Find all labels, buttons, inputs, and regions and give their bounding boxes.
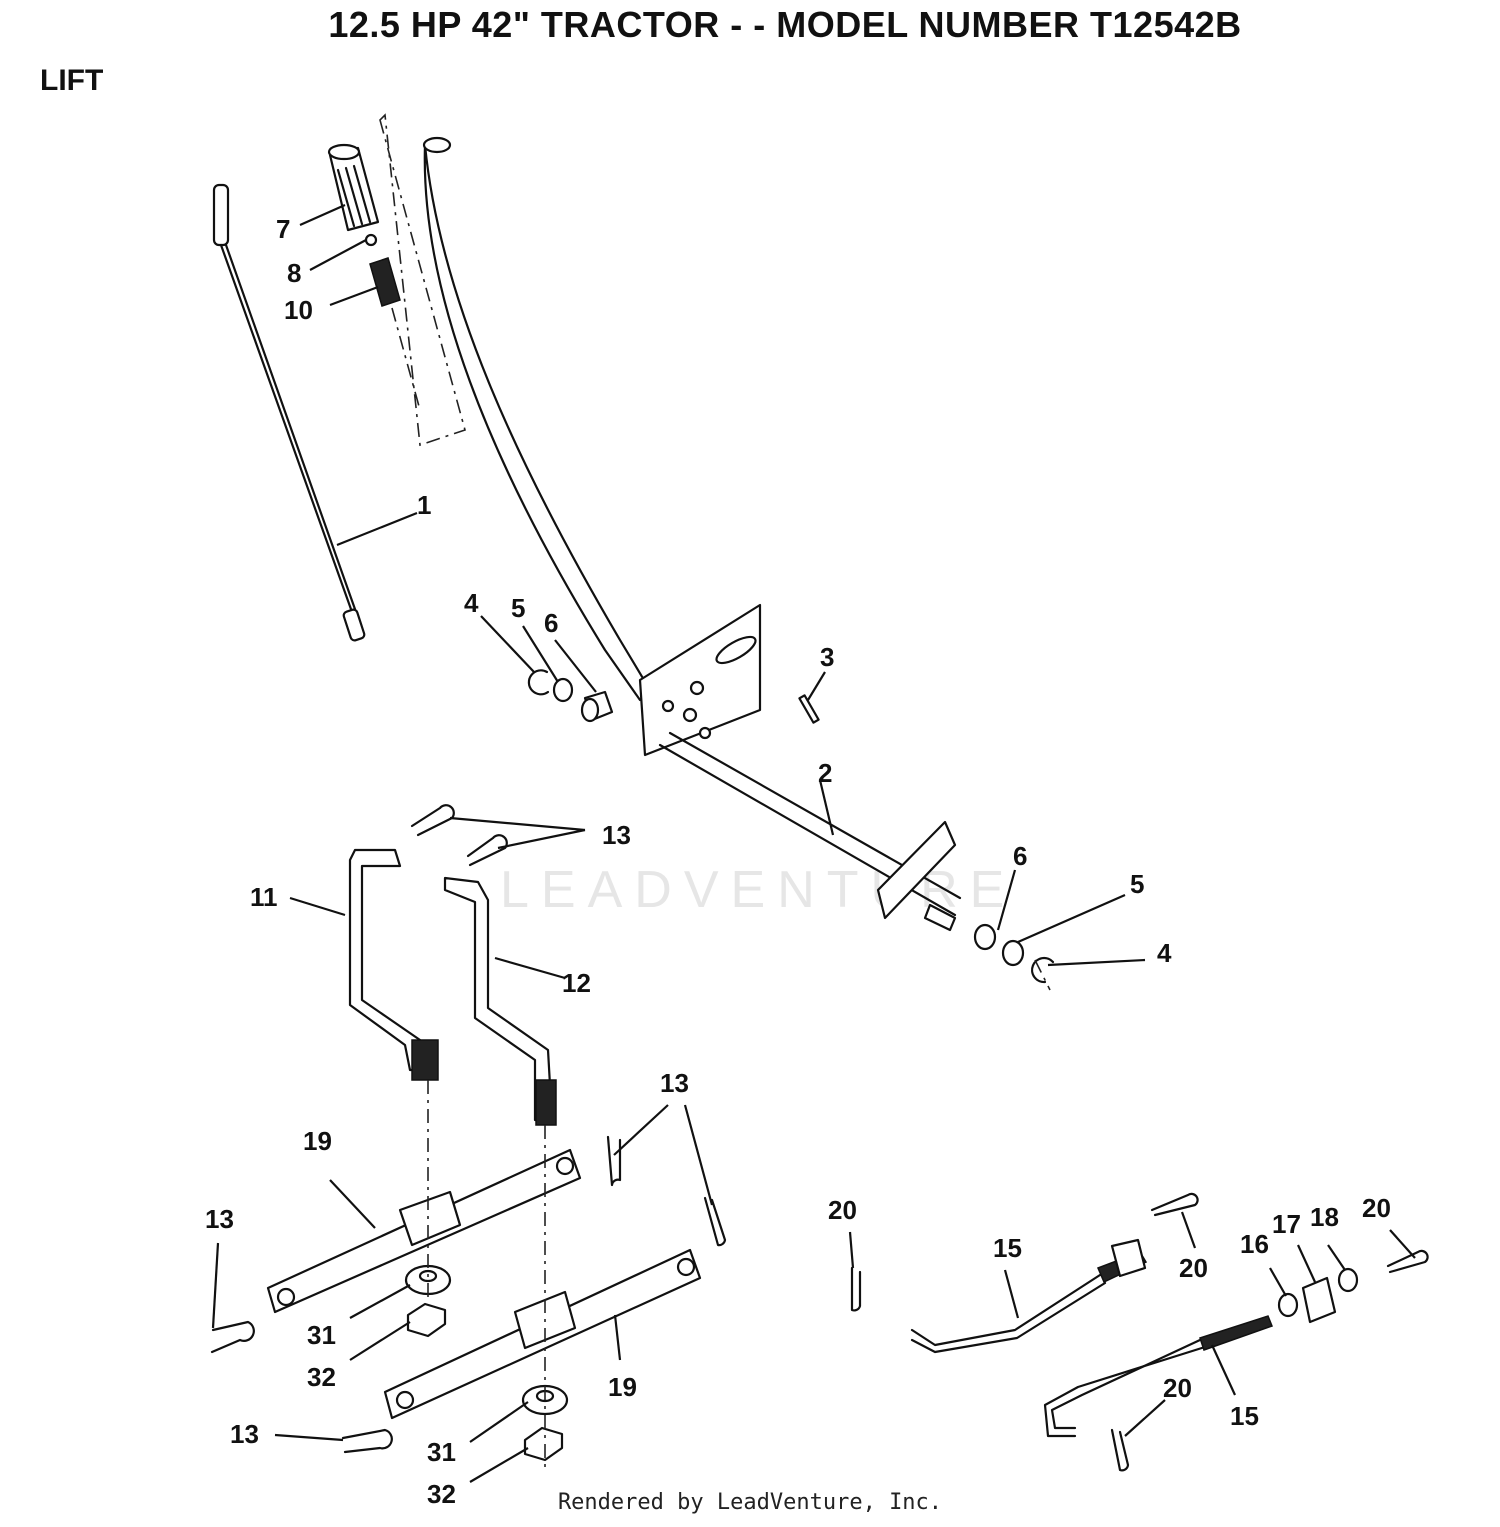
callout-20-b: 20 xyxy=(1179,1253,1208,1283)
part-8-ball[interactable] xyxy=(364,233,378,247)
part-12-lift-link[interactable] xyxy=(443,876,557,1126)
part-20-hairpin-clip-c[interactable] xyxy=(1386,1249,1429,1274)
part-3-pin[interactable] xyxy=(798,694,820,724)
callout-20-a: 20 xyxy=(828,1195,857,1225)
part-19-lift-arm-lower[interactable] xyxy=(383,1248,702,1420)
callout-13-top: 13 xyxy=(602,820,631,850)
part-6-bushing-right[interactable] xyxy=(973,923,997,951)
callout-1: 1 xyxy=(417,490,431,520)
part-32-nut-upper[interactable] xyxy=(406,1302,447,1338)
part-13-hairpin-clip-mid-b[interactable] xyxy=(703,1196,727,1247)
footer-credit: Rendered by LeadVenture, Inc. xyxy=(557,1490,943,1515)
part-6-bushing-left[interactable] xyxy=(580,690,614,723)
leader-lines xyxy=(211,203,1416,1483)
callout-5-left: 5 xyxy=(511,593,525,623)
part-18-nut[interactable] xyxy=(1337,1267,1359,1293)
callout-31-lower: 31 xyxy=(427,1437,456,1467)
callout-17: 17 xyxy=(1272,1209,1301,1239)
callout-16: 16 xyxy=(1240,1229,1269,1259)
part-20-hairpin-clip-b[interactable] xyxy=(1150,1192,1199,1217)
callout-32-lower: 32 xyxy=(427,1479,456,1509)
callout-19-upper: 19 xyxy=(303,1126,332,1156)
part-13-hairpin-clip-left-b[interactable] xyxy=(341,1428,393,1454)
part-17-block[interactable] xyxy=(1301,1276,1337,1324)
callout-11: 11 xyxy=(250,882,278,912)
callout-20-c: 20 xyxy=(1362,1193,1391,1223)
callout-18: 18 xyxy=(1310,1202,1339,1232)
part-11-lift-link[interactable] xyxy=(348,848,439,1081)
part-4-clip-left[interactable] xyxy=(527,669,550,696)
callout-10: 10 xyxy=(284,295,313,325)
callout-20-d: 20 xyxy=(1163,1373,1192,1403)
part-7-handle-grip[interactable] xyxy=(327,143,380,232)
callout-2: 2 xyxy=(818,758,832,788)
part-15-adjustment-rod-upper[interactable] xyxy=(910,1238,1148,1354)
diagram-title: 12.5 HP 42" TRACTOR - - MODEL NUMBER T12… xyxy=(328,4,1242,45)
callout-4-right: 4 xyxy=(1157,938,1172,968)
part-13-hairpin-clip-mid-a[interactable] xyxy=(606,1135,622,1187)
part-1-lift-rod[interactable] xyxy=(212,183,366,642)
callout-32-upper: 32 xyxy=(307,1362,336,1392)
callout-8: 8 xyxy=(287,258,301,288)
callout-13-left-lower: 13 xyxy=(230,1419,259,1449)
part-20-hairpin-clip-a[interactable] xyxy=(850,1266,862,1312)
callout-6-left: 6 xyxy=(544,608,558,638)
part-15-adjustment-rod-lower[interactable] xyxy=(1043,1315,1273,1438)
assembly-line-handle xyxy=(379,113,466,447)
callout-6-right: 6 xyxy=(1013,841,1027,871)
part-5-washer-right[interactable] xyxy=(1001,939,1025,967)
callout-31-upper: 31 xyxy=(307,1320,336,1350)
callout-15-lower: 15 xyxy=(1230,1401,1259,1431)
part-5-washer-left[interactable] xyxy=(552,677,574,703)
part-20-hairpin-clip-d[interactable] xyxy=(1110,1428,1130,1472)
callout-13-left-upper: 13 xyxy=(205,1204,234,1234)
part-2-lift-shaft[interactable] xyxy=(422,136,962,932)
callout-13-mid: 13 xyxy=(660,1068,689,1098)
part-32-nut-lower[interactable] xyxy=(523,1426,564,1462)
part-10-spring[interactable] xyxy=(369,257,401,307)
part-13-hairpin-clip-top-b[interactable] xyxy=(466,834,508,867)
callout-19-lower: 19 xyxy=(608,1372,637,1402)
callout-15-upper: 15 xyxy=(993,1233,1022,1263)
callout-5-right: 5 xyxy=(1130,869,1144,899)
assembly-line-rod xyxy=(1034,959,1051,991)
part-16-nut[interactable] xyxy=(1277,1292,1299,1318)
part-4-clip-right[interactable] xyxy=(1030,957,1055,984)
part-13-hairpin-clip-top-a[interactable] xyxy=(410,804,455,837)
section-title: LIFT xyxy=(40,64,104,97)
callout-4-left: 4 xyxy=(464,588,479,618)
callout-3: 3 xyxy=(820,642,834,672)
part-19-lift-arm-upper[interactable] xyxy=(266,1148,582,1314)
part-13-hairpin-clip-left-a[interactable] xyxy=(210,1320,255,1354)
callout-12: 12 xyxy=(562,968,591,998)
callout-7: 7 xyxy=(276,214,290,244)
